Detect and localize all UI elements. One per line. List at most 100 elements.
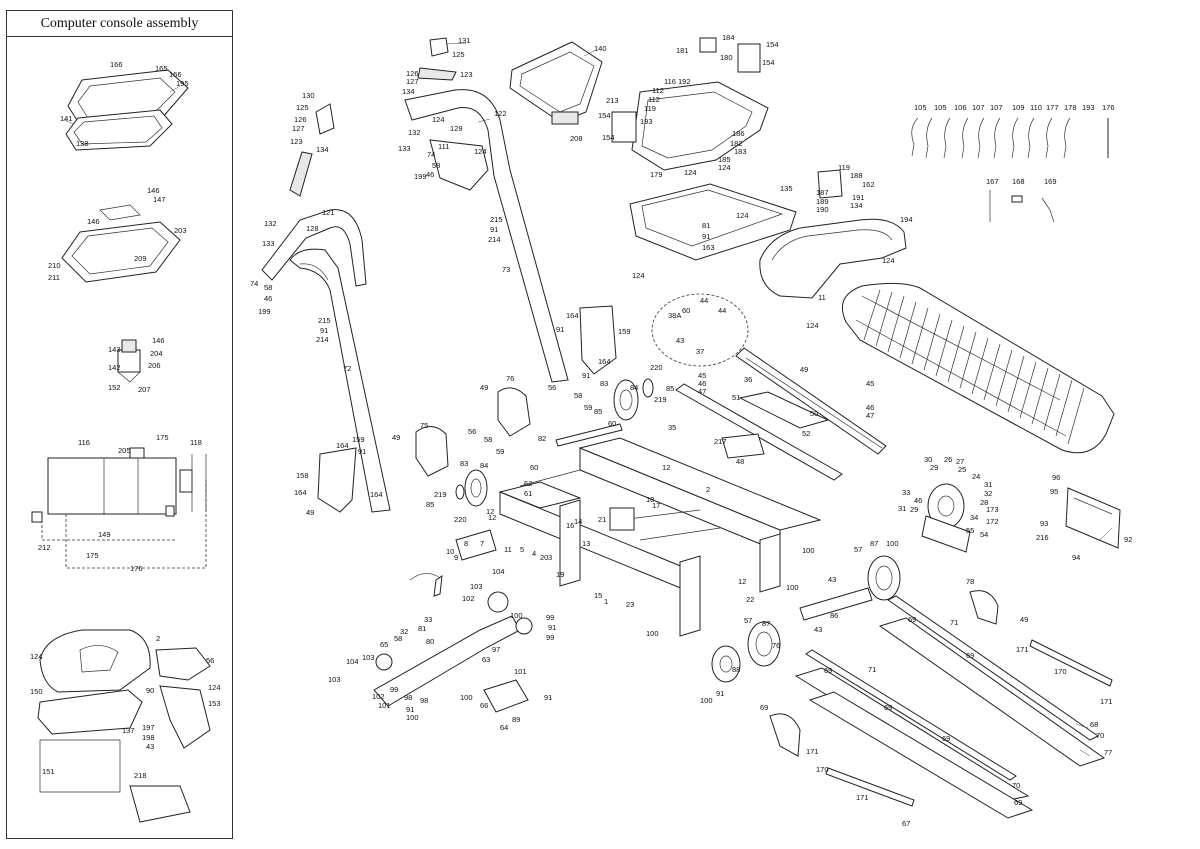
part-label: 82 <box>538 434 546 443</box>
part-label: 158 <box>296 471 309 480</box>
part-label: 106 <box>954 103 967 112</box>
part-label: 166 <box>110 60 123 69</box>
part-label: 71 <box>868 665 876 674</box>
part-label: 45 <box>698 371 706 380</box>
part-label: 83 <box>460 459 468 468</box>
part-label: 2 <box>156 634 160 643</box>
part-label: 167 <box>986 177 999 186</box>
part-label: 54 <box>980 530 988 539</box>
part-label: 141 <box>60 114 73 123</box>
part-label: 28 <box>980 498 988 507</box>
part-label: 188 <box>850 171 863 180</box>
part-label: 121 <box>322 208 335 217</box>
part-label: 74 <box>427 150 435 159</box>
part-label: 162 <box>862 180 875 189</box>
rubber-foot-rollers <box>825 639 1113 807</box>
part-label: 147 <box>153 195 166 204</box>
part-label: 171 <box>1016 645 1029 654</box>
part-label: 24 <box>972 472 980 481</box>
part-label: 43 <box>676 336 684 345</box>
part-label: 31 <box>984 480 992 489</box>
part-label: 175 <box>86 551 99 560</box>
part-label: 220 <box>454 515 467 524</box>
console-wiring-schematic <box>31 447 207 569</box>
rear-end-caps <box>769 590 999 757</box>
part-label: 13 <box>582 539 590 548</box>
console-panel-frame <box>611 37 797 261</box>
part-label: 60 <box>530 463 538 472</box>
part-label: 12 <box>488 513 496 522</box>
part-label: 77 <box>1104 748 1112 757</box>
part-label: 220 <box>650 363 663 372</box>
part-label: 171 <box>856 793 869 802</box>
part-label: 12 <box>662 463 670 472</box>
part-label: 64 <box>500 723 508 732</box>
part-label: 146 <box>152 336 165 345</box>
part-label: 91 <box>582 371 590 380</box>
part-label: 31 <box>898 504 906 513</box>
wire-harness-set <box>911 117 1109 223</box>
part-label: 103 <box>362 653 375 662</box>
part-label: 210 <box>48 261 61 270</box>
part-label: 184 <box>722 33 735 42</box>
part-label: 91 <box>320 326 328 335</box>
part-label: 214 <box>488 235 501 244</box>
part-label: 43 <box>828 575 836 584</box>
part-label: 131 <box>458 36 471 45</box>
part-label: 91 <box>556 325 564 334</box>
part-label: 48 <box>736 457 744 466</box>
part-label: 126 <box>406 69 419 78</box>
part-label: 46 <box>264 294 272 303</box>
part-label: 190 <box>816 205 829 214</box>
part-label: 198 <box>142 733 155 742</box>
part-label: 124 <box>632 271 645 280</box>
part-label: 168 <box>1012 177 1025 186</box>
part-label: 69 <box>760 703 768 712</box>
part-label: 91 <box>544 693 552 702</box>
part-label: 47 <box>866 411 874 420</box>
part-label: 51 <box>732 393 740 402</box>
part-label: 217 <box>714 437 727 446</box>
part-label: 69 <box>884 703 892 712</box>
part-label: 181 <box>676 46 689 55</box>
part-label: 15 <box>594 591 602 600</box>
part-label: 219 <box>654 395 667 404</box>
part-label: 100 <box>886 539 899 548</box>
part-label: 96 <box>1052 473 1060 482</box>
part-label: 124 <box>30 652 43 661</box>
part-label: 91 <box>716 689 724 698</box>
part-label: 43 <box>814 625 822 634</box>
part-label: 173 <box>986 505 999 514</box>
part-label: 69 <box>942 734 950 743</box>
part-label: 49 <box>1020 615 1028 624</box>
part-label: 194 <box>900 215 913 224</box>
part-label: 169 <box>1044 177 1057 186</box>
part-label: 187 <box>816 188 829 197</box>
part-label: 166 <box>169 70 182 79</box>
part-label: 125 <box>452 50 465 59</box>
part-label: 88 <box>732 665 740 674</box>
motor-mount-front <box>455 529 497 561</box>
part-label: 218 <box>134 771 147 780</box>
part-label: 180 <box>720 53 733 62</box>
part-label: 91 <box>702 232 710 241</box>
part-label: 123 <box>460 70 473 79</box>
part-label: 58 <box>484 435 492 444</box>
part-label: 116 <box>78 438 90 447</box>
part-label: 16 <box>566 521 574 530</box>
part-label: 103 <box>328 675 341 684</box>
part-label: 85 <box>666 384 674 393</box>
part-label: 59 <box>496 447 504 456</box>
part-label: 47 <box>698 387 706 396</box>
part-label: 9 <box>454 553 458 562</box>
part-label: 154 <box>762 58 775 67</box>
part-label: 107 <box>972 103 985 112</box>
part-label: 164 <box>566 311 579 320</box>
part-label: 57 <box>744 616 752 625</box>
main-frame <box>498 437 822 637</box>
part-label: 128 <box>306 224 319 233</box>
part-label: 122 <box>494 109 507 118</box>
part-label: 100 <box>700 696 713 705</box>
part-label: 119 <box>644 104 656 113</box>
part-label: 76 <box>506 374 514 383</box>
